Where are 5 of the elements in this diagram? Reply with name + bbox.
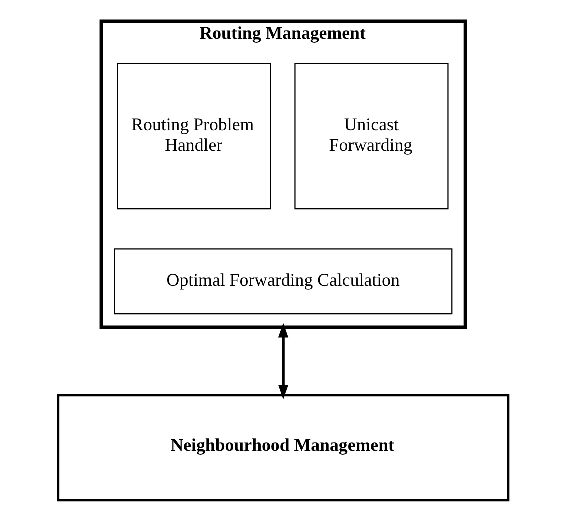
- node-box: Unicast Forwarding: [294, 63, 449, 210]
- node-box: Routing Problem Handler: [117, 63, 272, 210]
- node-box: Optimal Forwarding Calculation: [114, 248, 453, 315]
- node-box: Neighbourhood Management: [57, 394, 510, 502]
- arrow: [278, 323, 289, 400]
